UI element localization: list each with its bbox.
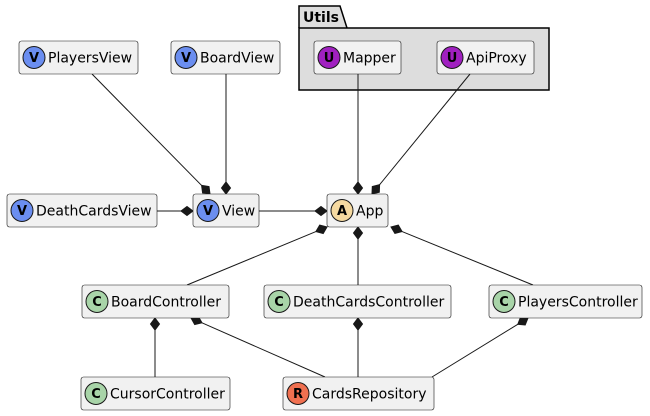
package-label: Utils	[303, 10, 339, 26]
stereotype-letter: C	[274, 295, 284, 310]
class-node-playersview[interactable]: V PlayersView	[18, 40, 139, 75]
composition-diamond	[315, 224, 328, 235]
stereotype-icon	[84, 382, 108, 405]
composition-diamond	[390, 224, 403, 234]
class-box	[263, 284, 452, 319]
edge-line	[201, 322, 326, 378]
class-name: BoardView	[200, 51, 274, 67]
composition-diamond	[352, 181, 364, 195]
edge-cursorcontroller-to-boardcontroller	[149, 317, 161, 377]
composition-diamond	[371, 184, 381, 195]
stereotype-letter: R	[293, 387, 303, 402]
stereotype-icon	[267, 290, 291, 313]
stereotype-letter: C	[91, 387, 101, 402]
class-name: BoardController	[111, 295, 221, 311]
package-tab	[298, 5, 348, 29]
edge-playerscontroller-to-app	[390, 224, 534, 286]
stereotype-icon	[174, 46, 198, 69]
stereotype-icon	[22, 46, 46, 69]
edge-cardsrepository-to-boardcontroller	[190, 315, 326, 378]
class-name: Mapper	[343, 51, 396, 67]
composition-diamond	[180, 205, 194, 217]
composition-diamond	[352, 226, 364, 240]
class-box	[488, 284, 643, 319]
class-node-app[interactable]: A App	[326, 193, 389, 228]
class-node-deathcardsview[interactable]: V DeathCardsView	[6, 193, 158, 228]
class-node-cursorcontroller[interactable]: C CursorController	[80, 376, 231, 411]
stereotype-letter: U	[324, 51, 335, 66]
class-box	[80, 376, 231, 411]
composition-diamond	[149, 317, 161, 331]
stereotype-icon	[10, 199, 34, 222]
edge-deathcardscontroller-to-app	[352, 226, 364, 285]
stereotype-letter: V	[17, 204, 27, 219]
stereotype-icon	[492, 290, 516, 313]
edge-mapper-to-app	[352, 74, 364, 195]
class-node-boardcontroller[interactable]: C BoardController	[81, 284, 230, 319]
class-box	[436, 40, 535, 75]
edge-line	[379, 73, 471, 186]
class-name: View	[222, 204, 255, 220]
stereotype-icon	[317, 46, 341, 69]
edge-apiproxy-to-app	[371, 73, 471, 195]
edges-layer	[91, 73, 534, 378]
stereotype-letter: C	[92, 295, 102, 310]
composition-diamond	[220, 181, 232, 195]
composition-diamond	[517, 316, 529, 326]
stereotype-letter: V	[29, 51, 39, 66]
class-node-cardsrepository[interactable]: R CardsRepository	[282, 376, 435, 411]
class-name: DeathCardsController	[293, 295, 444, 311]
edge-boardview-to-view	[220, 74, 232, 195]
stereotype-icon	[85, 290, 109, 313]
class-name: DeathCardsView	[36, 204, 152, 220]
stereotype-icon	[286, 382, 310, 405]
stereotype-icon	[196, 199, 220, 222]
composition-diamond	[314, 205, 328, 217]
stereotype-letter: V	[181, 51, 191, 66]
class-box	[6, 193, 158, 228]
edge-playersview-to-view	[91, 73, 211, 195]
edge-line	[431, 323, 519, 378]
edge-view-to-app	[259, 205, 328, 217]
edge-line	[186, 231, 317, 286]
class-node-playerscontroller[interactable]: C PlayersController	[488, 284, 643, 319]
class-node-view[interactable]: V View	[192, 193, 260, 228]
stereotype-letter: C	[499, 295, 509, 310]
class-name: PlayersView	[48, 51, 132, 67]
class-name: CursorController	[110, 387, 225, 403]
stereotype-icon	[330, 199, 354, 222]
stereotype-letter: U	[447, 51, 458, 66]
class-name: PlayersController	[518, 295, 638, 311]
edge-line	[91, 73, 202, 186]
class-name: App	[356, 204, 383, 220]
edge-cardsrepository-to-deathcardscontroller	[352, 317, 364, 377]
composition-diamond	[201, 184, 211, 195]
class-box	[170, 40, 281, 75]
class-name: ApiProxy	[466, 51, 527, 67]
edge-cardsrepository-to-playerscontroller	[431, 316, 529, 378]
class-name: CardsRepository	[312, 387, 427, 403]
class-node-apiproxy[interactable]: U ApiProxy	[436, 40, 535, 75]
edge-deathcardsview-to-view	[157, 205, 194, 217]
class-node-mapper[interactable]: U Mapper	[313, 40, 402, 75]
composition-diamond	[352, 317, 364, 331]
edge-boardcontroller-to-app	[186, 224, 328, 286]
class-node-boardview[interactable]: V BoardView	[170, 40, 281, 75]
edge-line	[401, 231, 534, 286]
stereotype-letter: V	[203, 204, 213, 219]
class-box	[81, 284, 230, 319]
stereotype-letter: A	[337, 204, 347, 219]
class-box	[18, 40, 139, 75]
class-node-deathcardscontroller[interactable]: C DeathCardsController	[263, 284, 452, 319]
class-box	[282, 376, 435, 411]
stereotype-icon	[440, 46, 464, 69]
